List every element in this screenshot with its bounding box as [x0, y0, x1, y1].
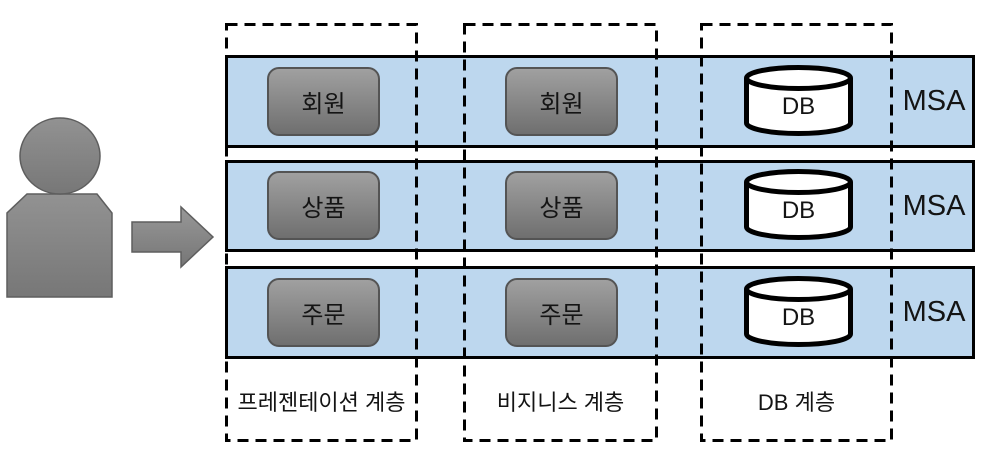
- right-arrow-icon: [131, 205, 215, 269]
- service-box-business-member: 회원: [505, 67, 618, 136]
- layer-column-business: 비지니스 계층: [463, 23, 658, 442]
- user-body-shape: [6, 193, 113, 298]
- service-label: 상품: [539, 195, 584, 222]
- user-head-shape: [19, 117, 101, 195]
- service-box-business-order: 주문: [505, 278, 618, 347]
- msa-tag: MSA: [902, 189, 966, 222]
- db-label: DB: [781, 93, 816, 120]
- service-box-business-product: 상품: [505, 171, 618, 240]
- database-icon: [744, 169, 853, 240]
- db-cylinder-order: DB: [742, 276, 855, 348]
- db-cylinder-product: DB: [742, 169, 855, 241]
- db-label: DB: [781, 304, 816, 331]
- service-box-presentation-product: 상품: [267, 171, 380, 240]
- service-label: 상품: [301, 195, 346, 222]
- layer-label-presentation: 프레젠테이션 계층: [237, 390, 406, 415]
- db-label: DB: [781, 197, 816, 224]
- database-icon: [744, 276, 853, 347]
- service-box-presentation-member: 회원: [267, 67, 380, 136]
- msa-tag: MSA: [902, 85, 966, 117]
- dashed-border: [463, 23, 658, 442]
- service-label: 회원: [301, 91, 346, 118]
- service-label: 회원: [539, 91, 584, 118]
- database-icon: [744, 65, 853, 136]
- dashed-border: [225, 23, 418, 442]
- service-label: 주문: [539, 302, 584, 329]
- layer-column-db: DB 계층: [700, 23, 893, 442]
- layer-label-business: 비지니스 계층: [496, 390, 625, 415]
- service-label: 주문: [301, 302, 346, 329]
- db-cylinder-member: DB: [742, 65, 855, 137]
- user-icon: [6, 117, 113, 298]
- dashed-border: [700, 23, 893, 442]
- layer-label-db: DB 계층: [757, 390, 836, 415]
- service-box-presentation-order: 주문: [267, 278, 380, 347]
- msa-tag: MSA: [902, 296, 966, 328]
- layer-column-presentation: 프레젠테이션 계층: [225, 23, 418, 442]
